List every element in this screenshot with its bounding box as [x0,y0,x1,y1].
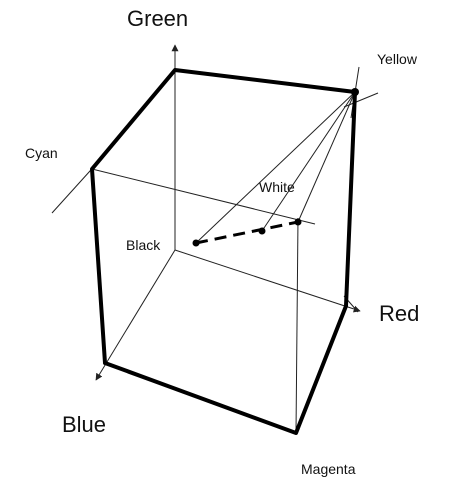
black-label: Black [126,237,161,253]
cyan-to-white-edge [91,168,316,225]
red-label: Red [379,301,419,326]
cyan-label: Cyan [25,145,58,161]
yellow-to-white-edge [297,91,356,223]
blue-axis [95,249,176,381]
black-point [192,239,200,247]
yellow-label: Yellow [377,51,418,67]
red-axis [174,249,361,313]
white-point [294,218,302,226]
magenta-label: Magenta [301,461,356,477]
mid-grey-point [258,227,266,235]
magenta-to-white-edge [295,217,299,434]
green-label: Green [127,6,188,31]
white-label: White [259,179,295,195]
grey-to-yellow-line [261,91,356,232]
blue-label: Blue [62,412,106,437]
grey-axis-dashed [195,220,299,245]
yellow-extension-line [343,92,379,108]
black-to-yellow-line [195,91,356,244]
yellow-point [351,88,359,96]
